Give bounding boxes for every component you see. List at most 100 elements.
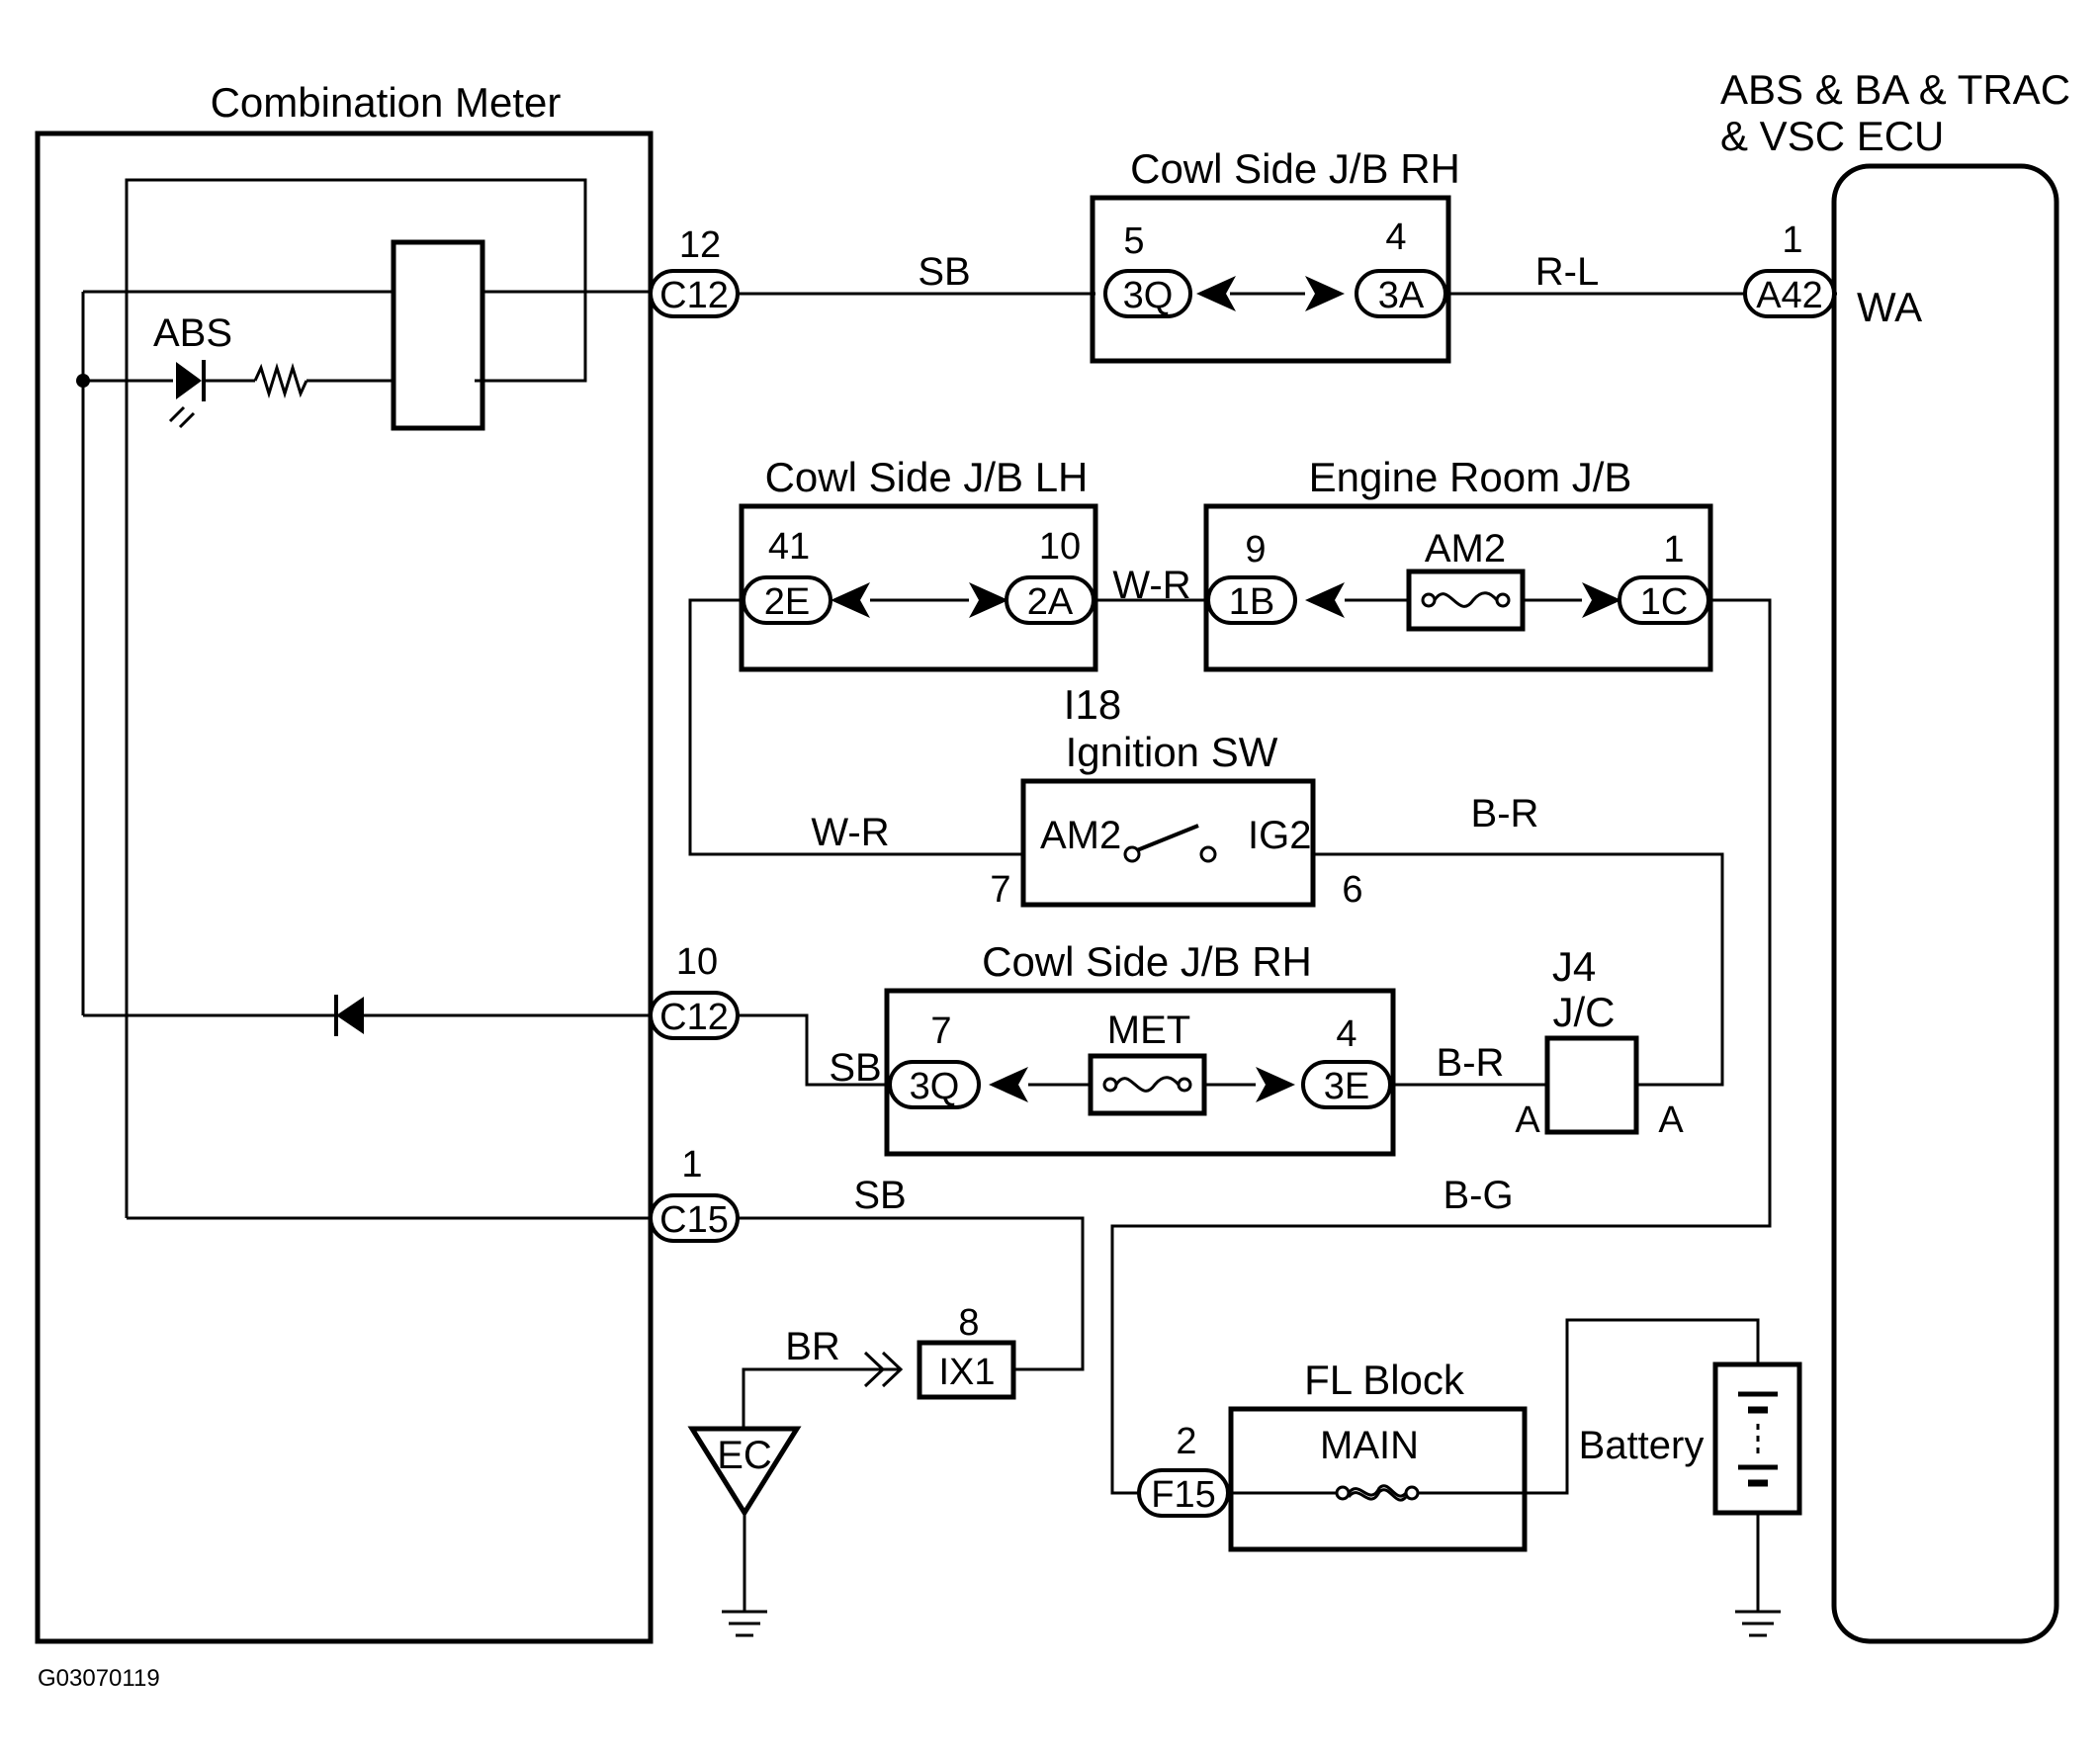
male-terminal-icon: [1305, 276, 1345, 311]
switch-contact: [1123, 845, 1141, 863]
main-fuse-element: [1347, 1484, 1408, 1498]
svg-text:F15: F15: [1151, 1474, 1215, 1516]
svg-text:3A: 3A: [1378, 275, 1425, 316]
svg-text:3Q: 3Q: [910, 1066, 960, 1107]
combination-meter-box: [35, 131, 654, 1644]
ix1-label: IX1: [938, 1352, 995, 1393]
main-fuse-element: [1347, 1488, 1408, 1502]
svg-text:2: 2: [1176, 1421, 1196, 1462]
fuse-element: [1114, 1076, 1181, 1093]
svg-text:3E: 3E: [1324, 1066, 1369, 1107]
svg-text:7: 7: [930, 1010, 951, 1052]
j4-code-label: J4: [1552, 943, 1596, 990]
wire-wr-ign: [688, 598, 1023, 856]
cowl-lh-label: Cowl Side J/B LH: [765, 454, 1089, 500]
ign-name-label: Ignition SW: [1066, 729, 1278, 775]
connector-3q-top: 3Q 5: [1103, 220, 1192, 318]
meter-coil-icon: [391, 239, 485, 431]
wire-sb-mid: [738, 1013, 890, 1087]
abs-lamp-label: ABS: [153, 311, 232, 355]
ign-ig2-label: IG2: [1248, 814, 1311, 857]
ign-code-label: I18: [1064, 681, 1121, 728]
fuse-terminal: [1421, 592, 1437, 608]
fuse-am2-icon: [1406, 569, 1526, 632]
wire-sb-mid-label: SB: [829, 1046, 881, 1090]
ix1-connector: [917, 1340, 1016, 1400]
wire-br-ign: [1313, 852, 1724, 1087]
ecu-box: [1831, 163, 2059, 1644]
diagram-id: G03070119: [38, 1665, 160, 1692]
svg-text:9: 9: [1245, 529, 1266, 570]
male-terminal-icon: [1582, 582, 1621, 618]
ground-ec-triangle-icon: [687, 1426, 802, 1518]
svg-text:4: 4: [1336, 1013, 1356, 1055]
wire-bg-label: B-G: [1443, 1174, 1513, 1217]
switch-blade-icon: [1136, 824, 1199, 852]
fuse-met-label: MET: [1107, 1009, 1190, 1052]
svg-text:1: 1: [1663, 529, 1684, 570]
svg-text:A42: A42: [1756, 275, 1823, 316]
female-terminal-icon: [1196, 276, 1236, 311]
male-terminal-icon: [969, 582, 1008, 618]
fl-block-label: FL Block: [1304, 1357, 1465, 1403]
combination-meter-label: Combination Meter: [211, 79, 562, 126]
female-terminal-icon: [989, 1067, 1028, 1102]
connector-3q-mid: 3Q 7: [888, 1010, 981, 1109]
connector-3a: 3A 4: [1355, 217, 1447, 318]
cowl-rh-top-box: [1090, 195, 1451, 364]
svg-text:1: 1: [1782, 219, 1802, 261]
ign-am2-label: AM2: [1040, 814, 1121, 857]
svg-text:3Q: 3Q: [1123, 275, 1174, 316]
svg-text:1: 1: [681, 1144, 702, 1185]
svg-text:10: 10: [676, 941, 718, 983]
wire-wr-ign-label: W-R: [811, 811, 889, 854]
wire-br-mid-label: B-R: [1437, 1041, 1505, 1085]
led-ray-icon: [178, 411, 196, 429]
connector-a42: A42 1: [1743, 219, 1836, 318]
connector-2e: 2E 41: [742, 526, 832, 625]
svg-text:10: 10: [1039, 526, 1081, 568]
cowl-lh-box: [739, 503, 1098, 672]
wire-battery: [1418, 1318, 1760, 1495]
svg-text:C12: C12: [659, 275, 729, 316]
connector-3e: 3E 4: [1301, 1013, 1392, 1109]
ign-pin-am2: 7: [990, 869, 1010, 911]
fuse-am2-label: AM2: [1425, 527, 1506, 570]
j4-pin-right: A: [1658, 1099, 1684, 1141]
meter-inner-loop: [125, 178, 587, 1218]
svg-text:4: 4: [1385, 217, 1406, 258]
fuse-met-icon: [1088, 1053, 1207, 1116]
svg-text:12: 12: [679, 224, 721, 266]
engine-room-label: Engine Room J/B: [1309, 454, 1632, 500]
j4-pin-left: A: [1515, 1099, 1540, 1141]
svg-text:2E: 2E: [764, 581, 810, 623]
fuse-element: [1433, 591, 1499, 608]
wire-sb-c15: [738, 1216, 1085, 1371]
resistor-icon: [253, 362, 308, 399]
ignition-switch-box: [1020, 778, 1316, 908]
diode-icon: [336, 997, 364, 1034]
connector-1b: 1B 9: [1206, 529, 1297, 625]
cowl-rh-mid-box: [884, 988, 1396, 1157]
fuse-terminal: [1335, 1485, 1351, 1501]
wire-sb-c15-label: SB: [853, 1174, 906, 1217]
svg-text:C12: C12: [659, 997, 729, 1038]
ecu-label-line1: ABS & BA & TRAC: [1720, 66, 2070, 113]
fl-block-box: [1228, 1406, 1528, 1552]
fuse-terminal: [1102, 1077, 1118, 1093]
ecu-terminal-label: WA: [1857, 284, 1922, 330]
ign-pin-ig2: 6: [1342, 869, 1362, 911]
svg-text:41: 41: [768, 526, 810, 568]
fuse-terminal: [1177, 1077, 1192, 1093]
connector-c12-top: C12 12: [649, 224, 740, 318]
connector-c12-mid: C12 10: [649, 941, 740, 1040]
wire-sb-top-label: SB: [918, 250, 970, 294]
connector-f15: F15 2: [1137, 1421, 1230, 1518]
female-terminal-icon: [1305, 582, 1345, 618]
wire-br-ground: [742, 1367, 901, 1429]
fuse-terminal: [1495, 592, 1511, 608]
cowl-rh-mid-label: Cowl Side J/B RH: [982, 938, 1312, 985]
main-fuse-label: MAIN: [1320, 1424, 1419, 1467]
